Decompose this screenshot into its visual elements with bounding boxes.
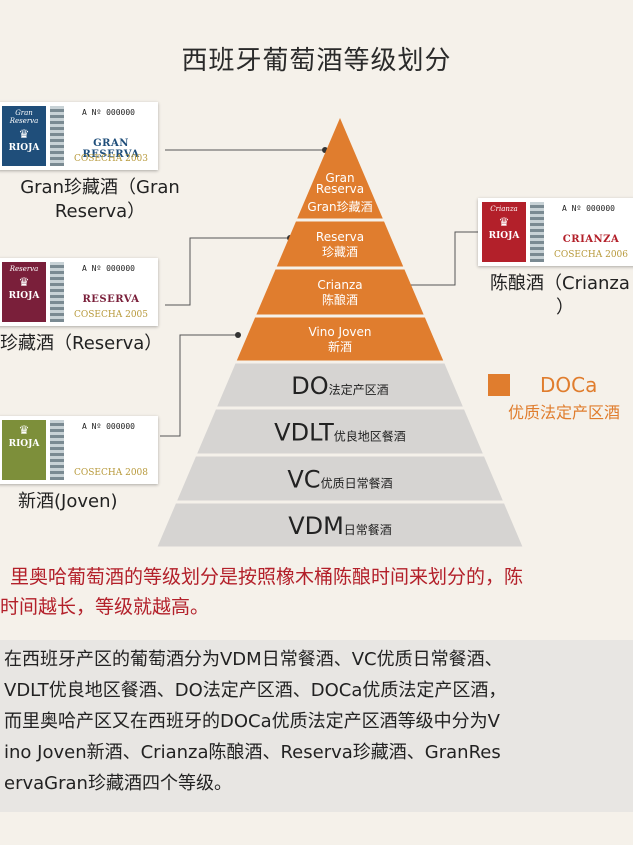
label-cosecha: COSECHA 2006 [554, 250, 628, 260]
legend-sublabel: 优质法定产区酒 [508, 403, 621, 422]
pyramid-tier-5 [217, 363, 463, 407]
wine-classification-pyramid: GranReservaGran珍藏酒Reserva珍藏酒Crianza陈酿酒Vi… [157, 118, 523, 547]
legend-label: DOCa [540, 373, 598, 397]
label-number: A Nº 000000 [82, 108, 135, 117]
wine-label-joven: ♛ RIOJA A Nº 000000 COSECHA 2008 [0, 416, 158, 484]
wine-label-reserva: Reserva ♛ RIOJA A Nº 000000 RESERVA COSE… [0, 258, 158, 326]
pyramid-tier-label: VDLT优良地区餐酒 [274, 419, 406, 447]
pyramid-tier-label: 珍藏酒 [322, 245, 358, 259]
pyramid-tier-label: Gran珍藏酒 [307, 200, 372, 214]
crest-icon: ♛ [18, 423, 30, 437]
label-category: CRIANZA [562, 234, 620, 245]
connector-reserva [165, 237, 290, 306]
pyramid-tier-label: Vino Joven [308, 325, 371, 339]
pyramid-tier-label: VDM日常餐酒 [288, 512, 392, 540]
emblem-brand: RIOJA [8, 439, 40, 449]
pyramid-tier-label: Reserva [316, 230, 364, 244]
body-line-5: ervaGran珍藏酒四个等级。 [4, 773, 232, 794]
rioja-emblem: ♛ RIOJA [2, 420, 46, 480]
emblem-category: Crianza [490, 205, 518, 213]
highlight-line-1: 里奥哈葡萄酒的等级划分是按照橡木桶陈酿时间来划分的，陈 [10, 566, 524, 588]
security-stripe [50, 420, 64, 480]
label-cosecha: COSECHA 2008 [74, 468, 148, 478]
security-stripe [50, 106, 64, 166]
emblem-category: Gran Reserva [9, 109, 39, 125]
body-line-1: 在西班牙产区的葡萄酒分为VDM日常餐酒、VC优质日常餐酒、 [4, 649, 503, 670]
emblem-category: Reserva [9, 265, 39, 273]
rioja-emblem: Reserva ♛ RIOJA [2, 262, 46, 322]
crest-icon: ♛ [18, 127, 30, 141]
body-paragraph: 在西班牙产区的葡萄酒分为VDM日常餐酒、VC优质日常餐酒、 VDLT优良地区餐酒… [4, 644, 633, 799]
pyramid-tier-label: DO法定产区酒 [291, 372, 388, 400]
label-number: A Nº 000000 [562, 204, 615, 213]
wine-label-gran-reserva: Gran Reserva ♛ RIOJA A Nº 000000 GRAN RE… [0, 102, 158, 170]
pyramid-tier-3 [256, 269, 424, 315]
pyramid-tier-label: VC优质日常餐酒 [287, 466, 392, 494]
rioja-emblem: Crianza ♛ RIOJA [482, 202, 526, 262]
page-title: 西班牙葡萄酒等级划分 [181, 46, 452, 76]
security-stripe [530, 202, 544, 262]
caption-line-2: ） [556, 297, 574, 318]
pyramid-tier-4 [236, 317, 444, 361]
label-cosecha: COSECHA 2003 [74, 154, 148, 164]
body-line-4: ino Joven新酒、Crianza陈酿酒、Reserva珍藏酒、GranRe… [4, 742, 501, 763]
label-category: RESERVA [82, 294, 140, 305]
crest-icon: ♛ [498, 215, 510, 229]
caption-line-2: Reserva） [54, 201, 146, 222]
caption-gran-reserva: Gran珍藏酒（Gran Reserva） [0, 176, 200, 224]
crest-icon: ♛ [18, 275, 30, 289]
emblem-brand: RIOJA [8, 143, 40, 153]
security-stripe [50, 262, 64, 322]
connector-joven [160, 334, 238, 437]
pyramid-tier-label: Crianza [317, 278, 362, 292]
highlight-line-2: 时间越长，等级就越高。 [0, 596, 210, 618]
pyramid-tier-7 [177, 456, 503, 501]
pyramid-tier-label: Gran [325, 171, 354, 185]
rioja-emblem: Gran Reserva ♛ RIOJA [2, 106, 46, 166]
label-category: GRAN RESERVA [82, 138, 140, 160]
highlight-paragraph: 里奥哈葡萄酒的等级划分是按照橡木桶陈酿时间来划分的，陈 时间越长，等级就越高。 [0, 562, 633, 622]
caption-line: 珍藏酒（Reserva） [0, 333, 163, 354]
pyramid-tier-label: 新酒 [328, 339, 352, 354]
pyramid-tier-6 [197, 409, 483, 454]
legend-swatch [488, 374, 510, 396]
wine-label-crianza: Crianza ♛ RIOJA A Nº 000000 CRIANZA COSE… [478, 198, 633, 266]
caption-crianza: 陈酿酒（Crianza ） [490, 272, 633, 320]
label-number: A Nº 000000 [82, 264, 135, 273]
caption-line-1: Gran珍藏酒（Gran [20, 177, 180, 198]
body-text-background [0, 640, 633, 812]
pyramid-tier-label: 陈酿酒 [322, 292, 358, 307]
connector-dot-joven [235, 332, 241, 338]
body-line-2: VDLT优良地区餐酒、DO法定产区酒、DOCa优质法定产区酒， [4, 680, 507, 701]
connector-crianza [395, 231, 478, 286]
label-cosecha: COSECHA 2005 [74, 310, 148, 320]
label-number: A Nº 000000 [82, 422, 135, 431]
pyramid-tier-8 [157, 503, 523, 547]
caption-joven: 新酒(Joven) [18, 490, 158, 514]
pyramid-tier-1 [297, 118, 383, 219]
caption-reserva: 珍藏酒（Reserva） [0, 332, 170, 356]
pyramid-tier-label: Reserva [316, 182, 364, 196]
emblem-brand: RIOJA [488, 231, 520, 241]
caption-line: 新酒(Joven) [18, 491, 118, 512]
emblem-brand: RIOJA [8, 291, 40, 301]
body-line-3: 而里奥哈产区又在西班牙的DOCa优质法定产区酒等级中分为V [4, 711, 500, 732]
caption-line-1: 陈酿酒（Crianza [490, 273, 630, 294]
pyramid-tier-2 [276, 221, 404, 267]
